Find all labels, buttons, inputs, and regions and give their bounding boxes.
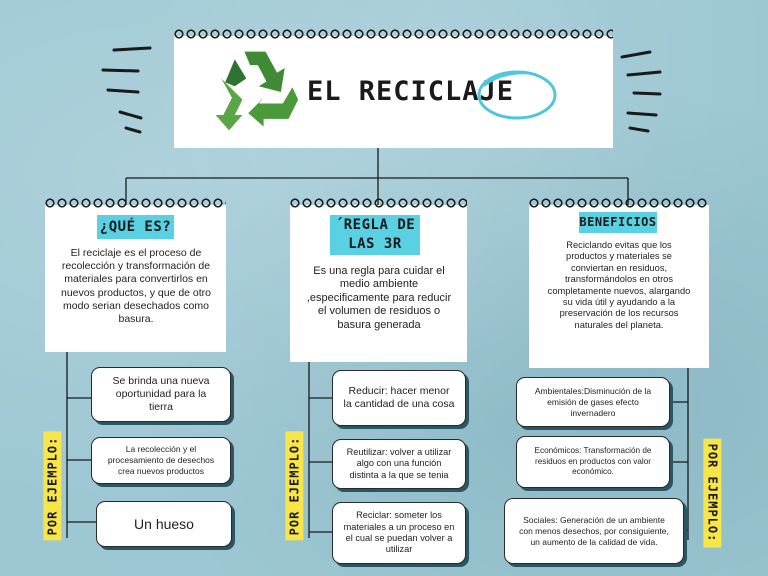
example-text: Ambientales:Disminución de la emisión de… xyxy=(534,385,652,418)
section-heading: ¿QUÉ ES? xyxy=(97,215,174,239)
example-text: Reducir: hacer menor la cantidad de una … xyxy=(343,385,455,410)
example-label: POR EJEMPLO: xyxy=(285,431,304,541)
example-text: Reciclar: someter los materiales a un pr… xyxy=(343,510,455,555)
decorative-strokes xyxy=(101,46,662,134)
spiral-binding xyxy=(290,195,467,209)
example-box: Sociales: Generación de un ambiente con … xyxy=(504,498,684,564)
example-text: La recolección y el procesamiento de des… xyxy=(107,444,215,476)
spiral-binding xyxy=(529,195,709,209)
circle-doodle xyxy=(477,70,557,120)
example-text: Se brinda una nueva oportunidad para la … xyxy=(112,375,210,413)
example-text: Económicos: Transformación de residuos e… xyxy=(534,446,652,477)
section-text: Reciclando evitas que los productos y ma… xyxy=(547,240,691,330)
section-what-is: ¿QUÉ ES? El reciclaje es el proceso de r… xyxy=(45,195,226,352)
section-3r-rule: ´REGLA DE LAS 3R Es una regla para cuida… xyxy=(290,195,467,362)
example-box: Un hueso xyxy=(96,501,232,547)
section-benefits: BENEFICIOS Reciclando evitas que los pro… xyxy=(529,195,709,368)
section-heading: BENEFICIOS xyxy=(579,212,657,233)
example-box: Se brinda una nueva oportunidad para la … xyxy=(91,367,231,422)
recycle-icon xyxy=(215,51,299,131)
spiral-binding xyxy=(174,26,613,40)
spiral-binding xyxy=(45,195,226,209)
section-text: Es una regla para cuidar el medio ambien… xyxy=(306,265,452,331)
example-box: Ambientales:Disminución de la emisión de… xyxy=(516,377,670,427)
example-label: POR EJEMPLO: xyxy=(43,431,62,541)
example-box: Reutilizar: volver a utilizar algo con u… xyxy=(332,439,466,489)
example-box: Reciclar: someter los materiales a un pr… xyxy=(332,502,466,564)
example-text: Un hueso xyxy=(134,516,194,532)
title-card: EL RECICLAJE xyxy=(174,26,613,148)
example-text: Sociales: Generación de un ambiente con … xyxy=(519,514,669,547)
section-heading: ´REGLA DE LAS 3R xyxy=(330,215,420,255)
section-text: El reciclaje es el proceso de recolecció… xyxy=(61,247,212,326)
example-box: Reducir: hacer menor la cantidad de una … xyxy=(332,370,466,426)
example-label: POR EJEMPLO: xyxy=(703,438,722,548)
example-box: Económicos: Transformación de residuos e… xyxy=(516,436,670,488)
example-text: Reutilizar: volver a utilizar algo con u… xyxy=(346,446,452,480)
example-box: La recolección y el procesamiento de des… xyxy=(91,437,231,484)
